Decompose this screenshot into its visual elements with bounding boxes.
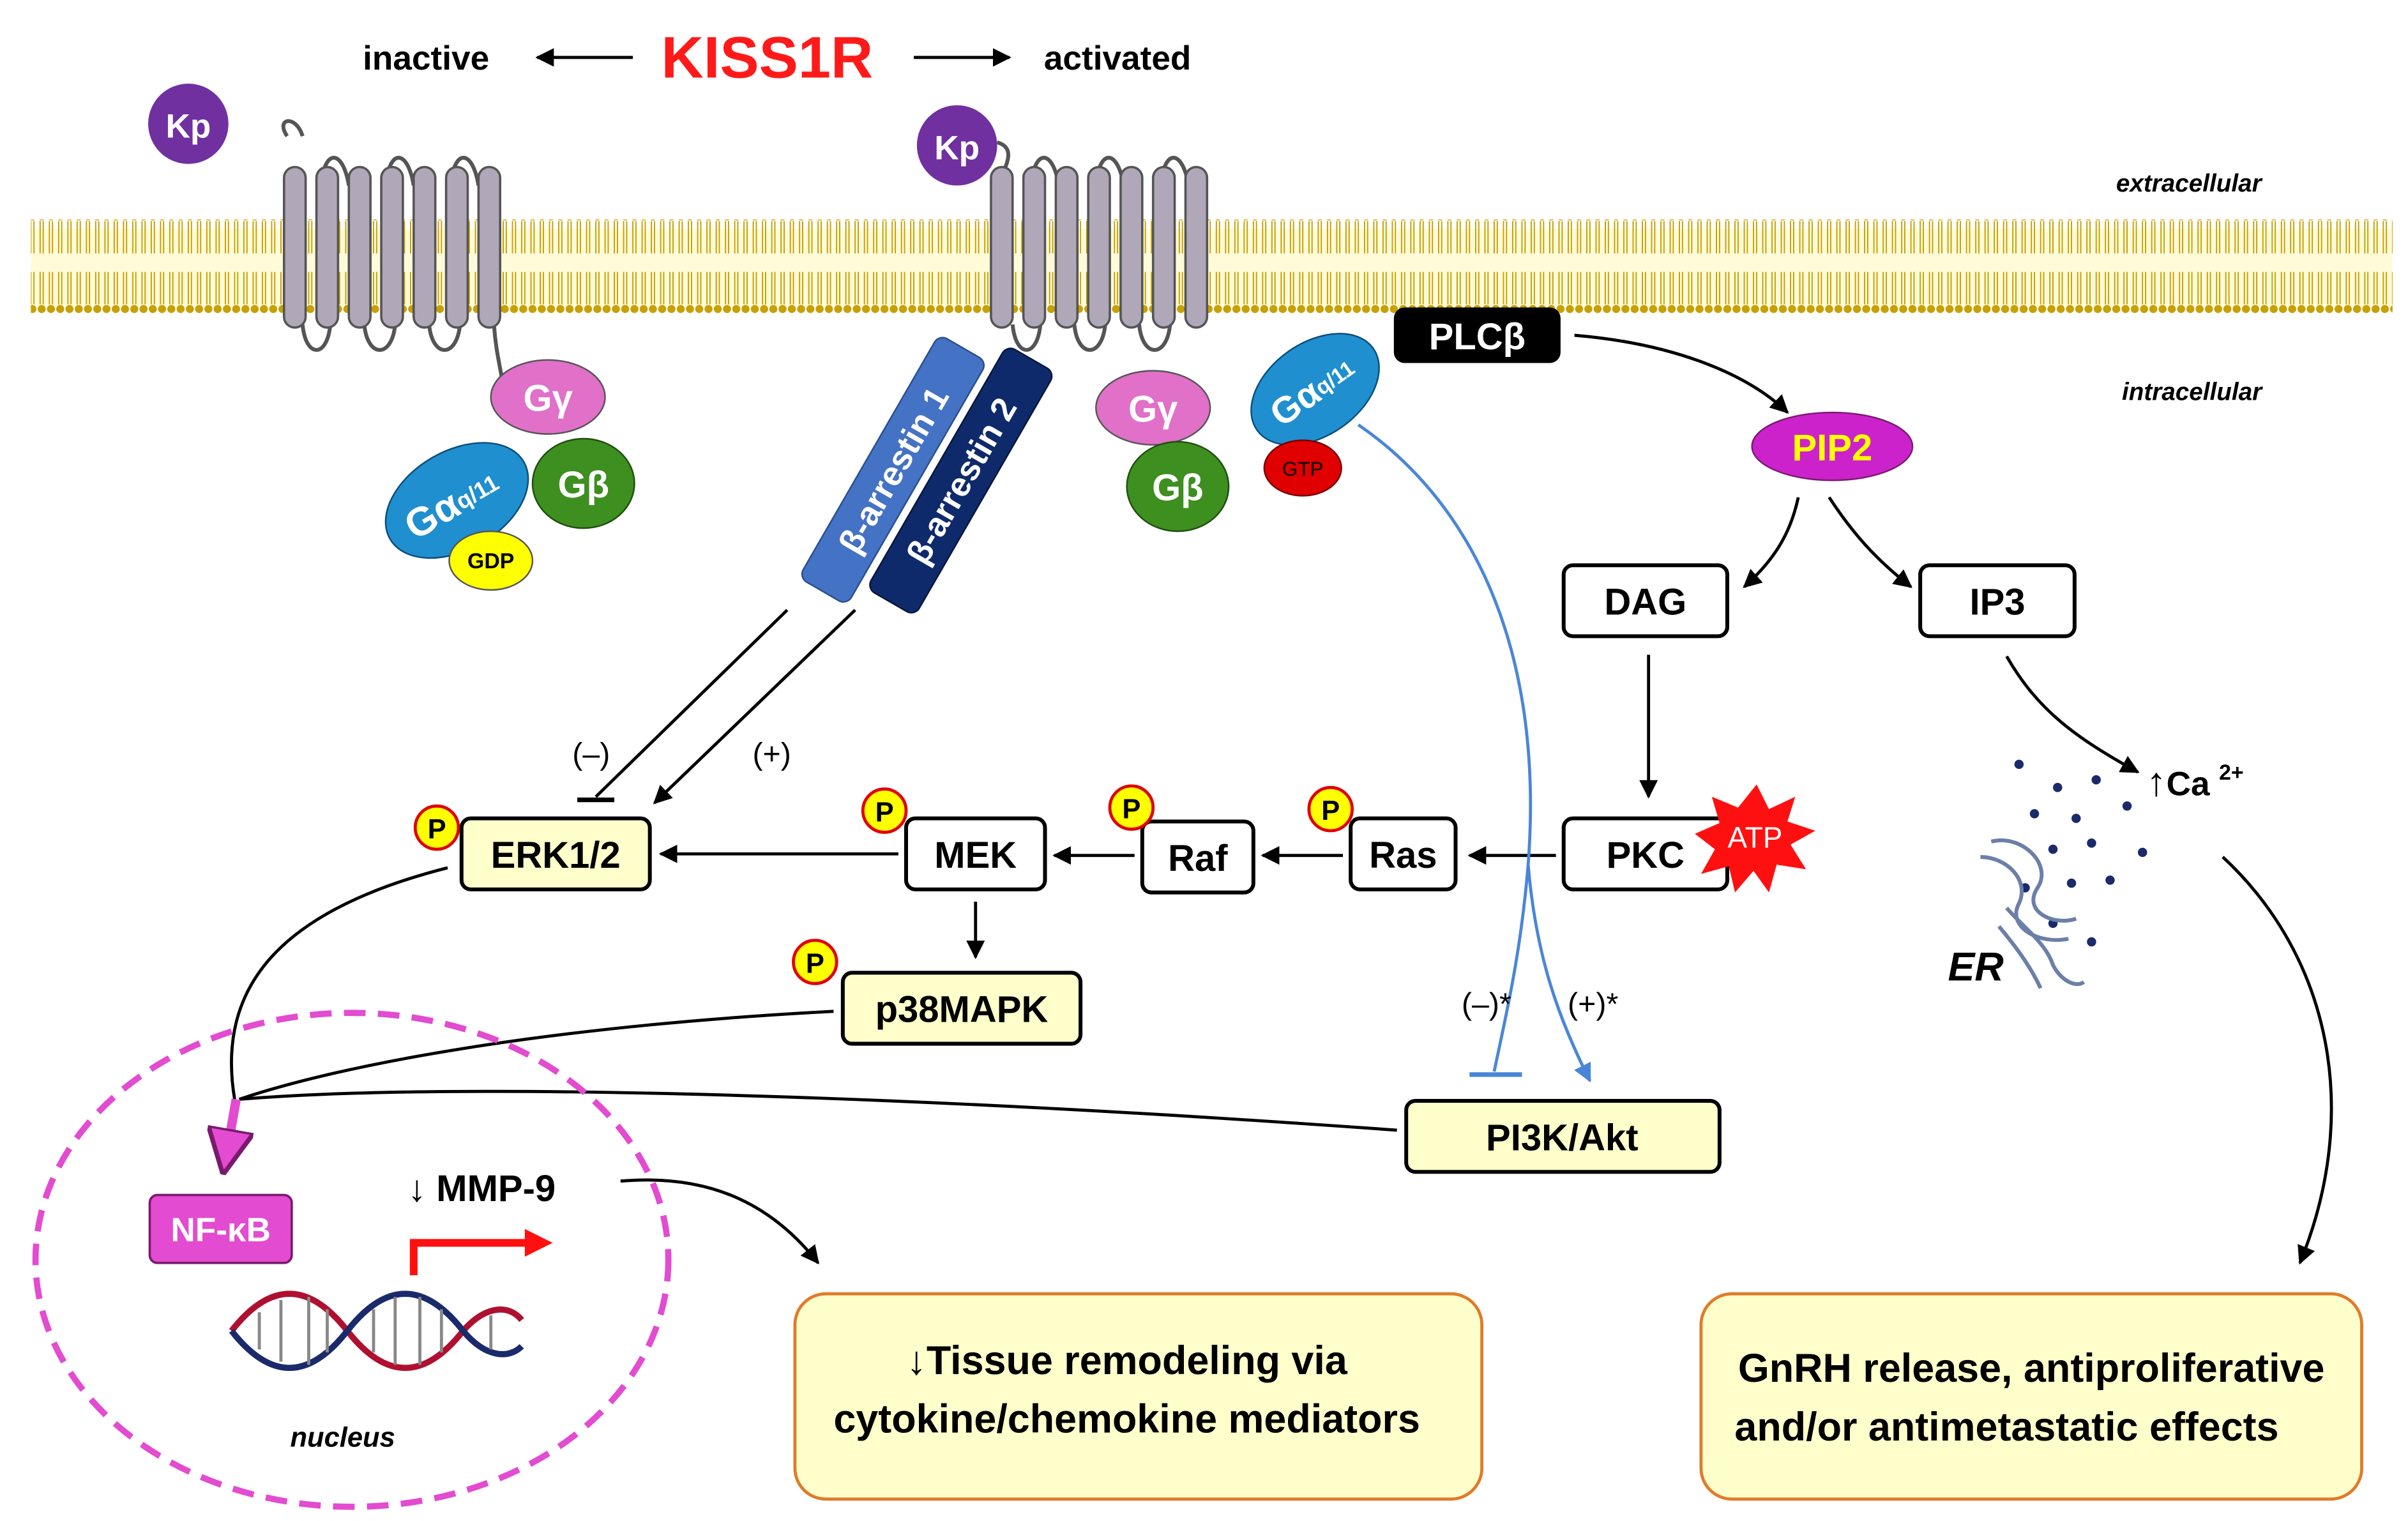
gnrh-outcome: GnRH release, antiproliferative and/or a… <box>1699 1292 2363 1501</box>
mek-label: MEK <box>934 835 1017 876</box>
pip2-label: PIP2 <box>1792 427 1872 469</box>
pi3k-activation-sign: (+)* <box>1568 987 1618 1022</box>
phospho-erk-label: P <box>428 814 446 845</box>
ras-node: Ras <box>1349 816 1458 891</box>
mmp9-label: ↓ MMP-9 <box>407 1168 556 1209</box>
kp-ligand-label: Kp <box>165 108 211 146</box>
activated-label: activated <box>1044 40 1192 77</box>
er-label: ER <box>1948 944 2003 989</box>
tissue-remodeling-line2: cytokine/chemokine mediators <box>833 1397 1420 1442</box>
gtp-label: GTP <box>1282 458 1324 480</box>
raf-label: Raf <box>1168 838 1228 879</box>
pi3k-akt-label: PI3K/Akt <box>1486 1117 1639 1158</box>
dag-node: DAG <box>1561 563 1729 639</box>
pkc-label: PKC <box>1607 835 1685 876</box>
pi3k-akt-node: PI3K/Akt <box>1404 1098 1722 1174</box>
mek-node: MEK <box>904 816 1047 891</box>
phospho-raf-label: P <box>1122 794 1140 825</box>
atp-label: ATP <box>1728 821 1783 854</box>
nucleus-label: nucleus <box>290 1422 395 1453</box>
ip3-node: IP3 <box>1918 563 2077 639</box>
phospho-p38: P <box>792 939 838 985</box>
erk-node: ERK1/2 <box>459 816 652 891</box>
calcium-dots <box>2014 759 2147 947</box>
phospho-p38-label: P <box>806 948 824 979</box>
dag-label: DAG <box>1604 582 1686 623</box>
plcb-node: PLCβ <box>1393 307 1561 363</box>
gprotein-inactive: Gγ Gβ Gαq/11 GDP <box>384 359 635 591</box>
erk-activation-sign: (+) <box>752 737 791 771</box>
tissue-remodeling-line1: ↓Tissue remodeling via <box>906 1338 1347 1383</box>
erk-inhibition-sign: (–) <box>572 737 610 771</box>
erk-label: ERK1/2 <box>491 835 621 876</box>
nfkb-converging-lines <box>230 866 1397 1132</box>
kp-ligand-label-active: Kp <box>934 129 980 167</box>
phospho-ras: P <box>1307 785 1354 833</box>
gnrh-line2: and/or antimetastatic effects <box>1734 1405 2278 1449</box>
pip2-node: PIP2 <box>1751 411 1914 481</box>
nfkb-label: NF-κB <box>170 1211 271 1249</box>
dna-helix <box>229 1290 524 1371</box>
kiss1r-receptor-inactive <box>281 119 504 406</box>
ggamma-label-active: Gγ <box>1128 388 1178 430</box>
kp-ligand-active: Kp <box>916 105 997 186</box>
nucleus-boundary <box>32 1010 672 1510</box>
pkc-node: PKC <box>1561 816 1729 891</box>
phospho-mek: P <box>861 787 908 834</box>
gnrh-line1: GnRH release, antiproliferative <box>1738 1346 2325 1391</box>
ras-label: Ras <box>1369 835 1437 876</box>
inactive-label: inactive <box>363 40 489 77</box>
kp-ligand-inactive: Kp <box>148 84 229 164</box>
atp-burst: ATP <box>1695 784 1815 893</box>
phospho-raf: P <box>1108 784 1155 831</box>
pi3k-inhibition-sign: (–)* <box>1462 987 1511 1022</box>
gdp-label: GDP <box>467 549 514 573</box>
pi3k-regulation-lines <box>1357 423 1591 1083</box>
gbeta-label: Gβ <box>557 464 609 506</box>
phospho-erk: P <box>413 804 460 851</box>
p38mapk-node: p38MAPK <box>840 971 1083 1046</box>
phospho-mek-label: P <box>875 797 894 828</box>
extracellular-label: extracellular <box>2116 170 2263 197</box>
nfkb-activation-arrow <box>225 1098 236 1162</box>
kiss1r-receptor-active <box>990 140 1209 352</box>
tissue-remodeling-outcome: ↓Tissue remodeling via cytokine/chemokin… <box>793 1292 1484 1501</box>
plcb-label: PLCβ <box>1429 316 1526 358</box>
p38mapk-label: p38MAPK <box>875 989 1049 1031</box>
raf-node: Raf <box>1140 819 1255 895</box>
galpha-gtp-active: Gαq/11 GTP <box>1250 333 1380 497</box>
page-title: KISS1R <box>662 25 874 90</box>
ip3-label: IP3 <box>1969 582 2025 623</box>
intracellular-label: intracellular <box>2122 379 2263 406</box>
nfkb-node: NF-κB <box>148 1193 293 1264</box>
gbeta-label-active: Gβ <box>1152 467 1204 509</box>
gprotein-beta-gamma-active: Gγ Gβ <box>1095 370 1230 533</box>
phospho-ras-label: P <box>1321 796 1340 826</box>
ggamma-label: Gγ <box>523 377 573 419</box>
er-organelle <box>1980 838 2086 989</box>
pathway-arrows <box>577 333 2333 1265</box>
transcription-start-arrow <box>409 1229 553 1276</box>
